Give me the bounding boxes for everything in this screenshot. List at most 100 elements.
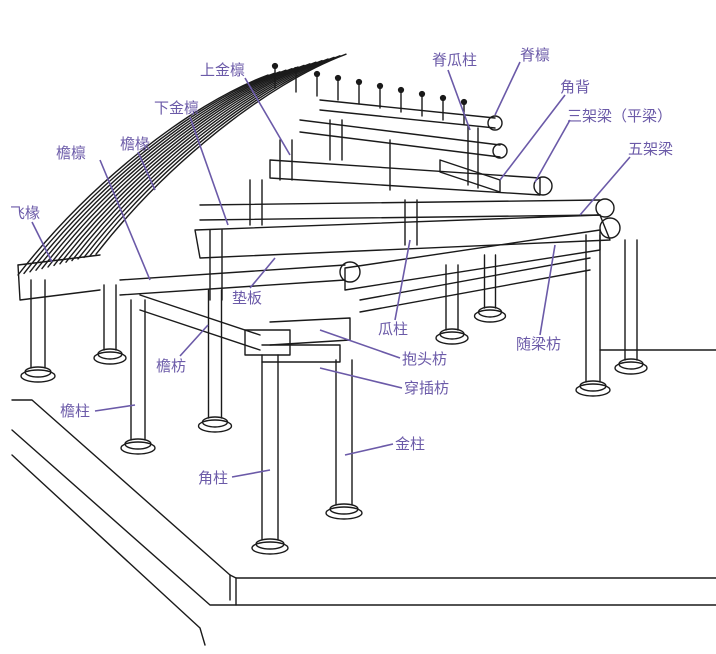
rafter	[59, 63, 311, 265]
right-side-beam	[344, 229, 601, 291]
upper-gold-purlin	[299, 119, 501, 158]
column-gold-back-base	[439, 328, 465, 340]
rafter	[71, 59, 323, 262]
leader-ji-gua-zhu	[447, 69, 471, 131]
rafter-peg-head	[397, 86, 405, 94]
column-eave-plinth	[120, 441, 156, 455]
leader-shang-jin-lin	[244, 77, 291, 156]
column-front-left	[30, 279, 46, 369]
rafter	[35, 69, 287, 271]
rafter	[77, 58, 329, 260]
label-xia-jin-lin: 下金檩	[154, 99, 200, 117]
lower-gold-purlin	[199, 199, 601, 221]
upper-gold-purlin-end	[492, 143, 508, 159]
rafter-peg-head	[313, 70, 321, 78]
rafter	[53, 64, 305, 267]
corner-beam-block	[244, 329, 291, 356]
eave-rafter-edge	[17, 254, 101, 266]
column-inner-left	[207, 289, 223, 419]
rafter	[47, 66, 299, 268]
rafter-peg-head	[292, 66, 300, 74]
leader-fei-chuan	[31, 221, 53, 263]
leader-ji-lin	[494, 61, 521, 116]
rafter-peg-head	[376, 82, 384, 90]
leader-yan-chuan	[137, 151, 156, 191]
rafter-peg-head	[271, 62, 279, 70]
column-eave-base	[124, 438, 152, 450]
rafter-peg-head	[460, 98, 468, 106]
inner-post	[209, 229, 223, 301]
leader-san-jia-liang	[534, 119, 571, 183]
column-corner-plinth	[251, 541, 289, 555]
column-inner-left-plinth	[197, 419, 233, 433]
column-eave-left-plinth	[93, 351, 127, 365]
leader-yan-fang	[179, 324, 209, 357]
column-eave	[130, 299, 146, 441]
rafter	[65, 61, 317, 263]
eave-tie-beam	[139, 294, 261, 351]
label-yan-chuan: 檐椽	[120, 135, 151, 153]
leader-jiao-bei	[499, 94, 566, 181]
five-purlin-beam	[194, 214, 611, 259]
through-tie-beam	[261, 344, 341, 363]
column-right-front-base	[579, 380, 607, 392]
column-gold	[335, 359, 353, 506]
leader-chuan-cha-fang	[319, 367, 403, 389]
leader-sui-liang-fang	[539, 244, 556, 336]
column-right-back	[624, 239, 638, 361]
eave-purlin-front-end	[339, 261, 361, 283]
right-side-tie	[359, 257, 591, 313]
three-purlin-beam-end	[533, 176, 553, 196]
column-front-left-plinth	[20, 369, 56, 383]
rafter	[95, 53, 347, 255]
label-ji-lin: 脊檩	[520, 46, 551, 64]
eave-purlin-front	[119, 264, 346, 296]
leader-wu-jia-liang	[579, 156, 631, 216]
column-front-left-base	[24, 366, 52, 378]
label-san-jia-liang: 三架梁（平梁）	[567, 107, 673, 125]
label-gua-zhu: 瓜柱	[378, 320, 409, 338]
label-wu-jia-liang: 五架梁	[628, 140, 674, 158]
rafter-peg-head	[334, 74, 342, 82]
column-corner	[261, 354, 279, 541]
lower-gold-purlin-end	[595, 198, 615, 218]
leader-bao-tou-fang	[319, 329, 401, 359]
label-bao-tou-fang: 抱头枋	[402, 350, 448, 368]
column-right-front	[585, 234, 601, 383]
leader-dian-ban	[249, 257, 276, 289]
ridge-purlin-end	[487, 115, 503, 131]
leader-gua-zhu	[394, 239, 411, 321]
label-yan-fang: 檐枋	[156, 357, 187, 375]
rafter-peg-head	[355, 78, 363, 86]
rafter	[23, 72, 275, 275]
upper-post-b	[329, 119, 343, 161]
rafter-peg-head	[439, 94, 447, 102]
column-right-back-plinth	[614, 361, 648, 375]
column-gold-back-plinth	[435, 331, 469, 345]
label-jin-zhu: 金柱	[395, 435, 426, 453]
label-yan-zhu: 檐柱	[60, 402, 91, 420]
ridge-queen-post	[467, 124, 479, 189]
leader-jiao-zhu	[231, 469, 271, 478]
leader-yan-lin	[99, 159, 151, 281]
leader-yan-zhu	[94, 404, 136, 412]
column-back-inner-base	[477, 306, 503, 318]
corner-back-brace	[439, 159, 501, 193]
column-corner-base	[255, 538, 285, 550]
rafter	[83, 56, 335, 259]
platform-step-edge	[11, 454, 206, 646]
label-chuan-cha-fang: 穿插枋	[404, 379, 450, 397]
flying-rafter-ends	[17, 264, 101, 301]
label-jiao-bei: 角背	[560, 78, 591, 96]
rafter	[89, 55, 341, 257]
leader-xia-jin-lin	[189, 116, 229, 226]
label-jiao-zhu: 角柱	[198, 469, 229, 487]
label-shang-jin-lin: 上金檩	[200, 61, 246, 79]
column-inner-left-base	[201, 416, 229, 428]
rafter-peg-head	[418, 90, 426, 98]
rafter	[17, 74, 269, 276]
label-fei-chuan: 飞椽	[10, 204, 41, 222]
column-right-front-plinth	[575, 383, 611, 397]
